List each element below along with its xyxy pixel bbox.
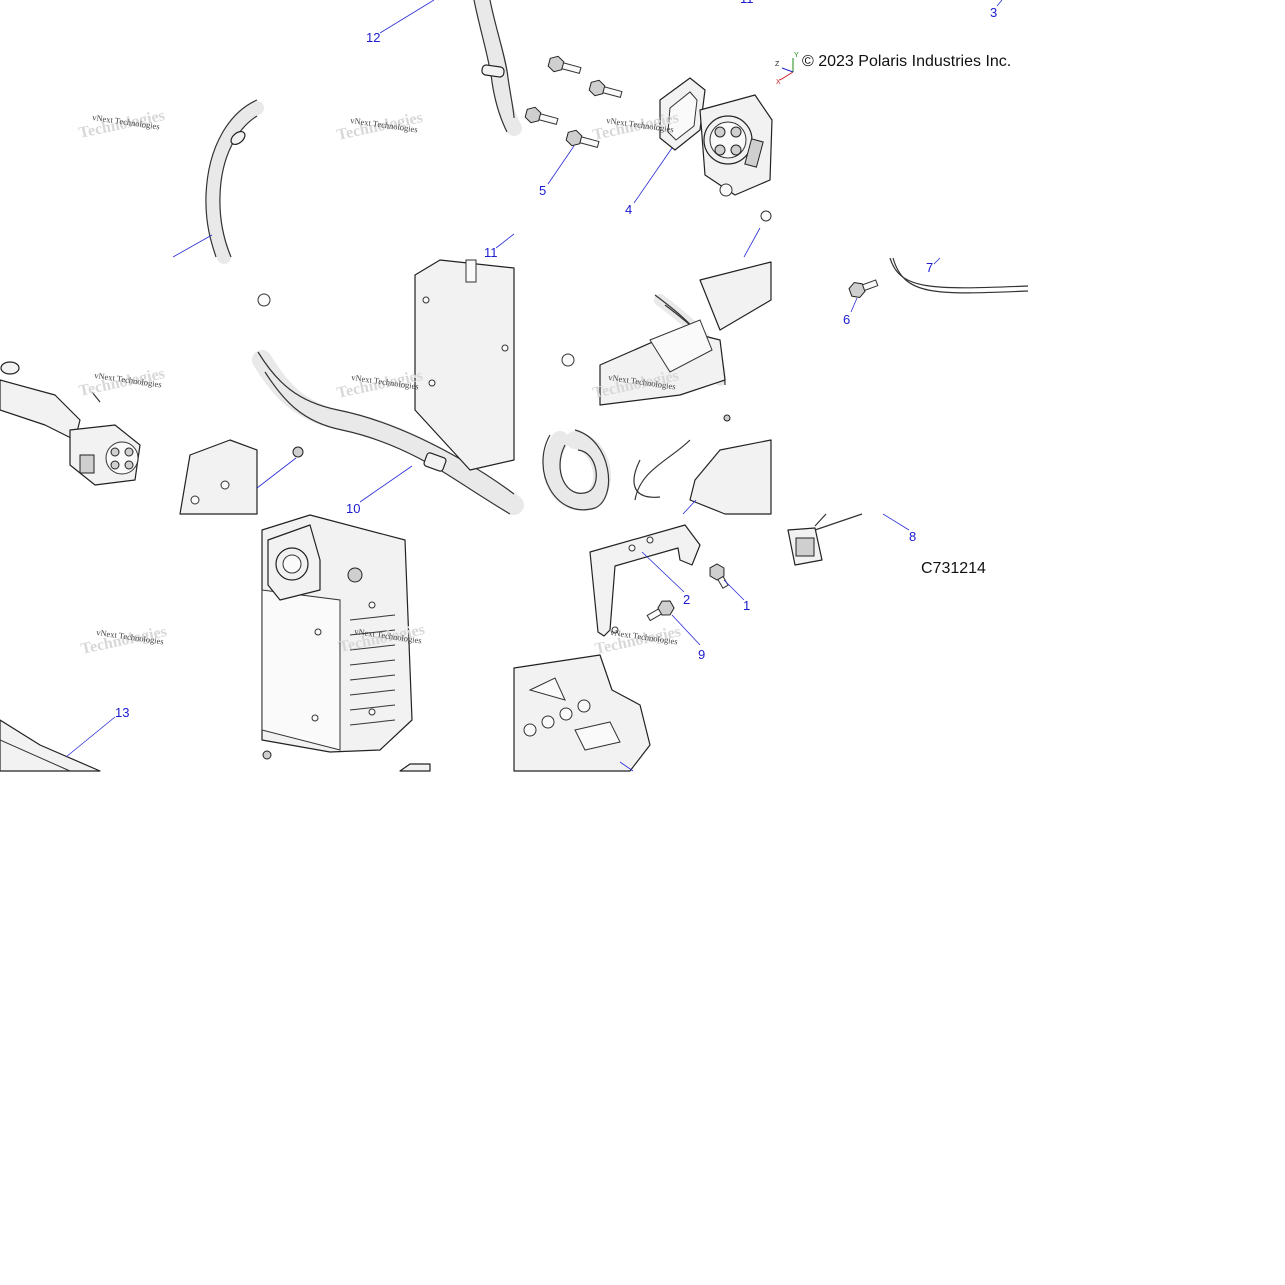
callout-7: 7: [926, 260, 933, 275]
charger-module: [261, 514, 431, 772]
svg-text:X: X: [776, 79, 781, 86]
leader-lines: [65, 0, 1003, 772]
callout-9: 9: [698, 647, 705, 662]
bracket-2: [589, 524, 701, 637]
bolts-group-5: [524, 55, 623, 148]
callout-6: 6: [843, 312, 850, 327]
copyright-notice: © 2023 Polaris Industries Inc.: [802, 53, 1011, 70]
axis-triad-icon: Y Z X: [775, 52, 799, 86]
connector-8: [787, 513, 863, 566]
coolant-hose-middle: [252, 293, 524, 515]
svg-text:Y: Y: [794, 52, 799, 59]
callout-11: 11: [484, 245, 498, 260]
heat-sink-fins: [349, 614, 396, 726]
callout-3: 3: [990, 5, 997, 20]
charge-port-assembly: [659, 77, 773, 222]
bolt-9: [646, 600, 675, 622]
callout-5: 5: [539, 183, 546, 198]
callout-13: 13: [115, 705, 129, 720]
callout-10: 10: [346, 501, 360, 516]
bolt-1: [709, 563, 729, 589]
callout-2: 2: [683, 592, 690, 607]
part-13: [0, 719, 101, 772]
wire-7: [889, 257, 1029, 294]
svg-text:Z: Z: [775, 61, 780, 68]
callout-8: 8: [909, 529, 916, 544]
callout-1: 1: [743, 598, 750, 613]
hose-upper-center: [473, 0, 522, 136]
callout-numbers: 1 2 3 4 5 6 7 8 9 10 11 11 12 13: [115, 0, 997, 720]
callout-4: 4: [625, 202, 632, 217]
hose-upper-left: [205, 99, 264, 264]
callout-12: 12: [366, 30, 380, 45]
figure-code: C731214: [921, 560, 986, 577]
bolt-6: [848, 279, 879, 299]
charger-panel: [414, 259, 515, 471]
charge-cable-connector: [0, 361, 258, 515]
callout-11-top: 11: [740, 0, 754, 6]
wire-harness: [542, 261, 772, 515]
mounting-plate: [513, 654, 651, 772]
